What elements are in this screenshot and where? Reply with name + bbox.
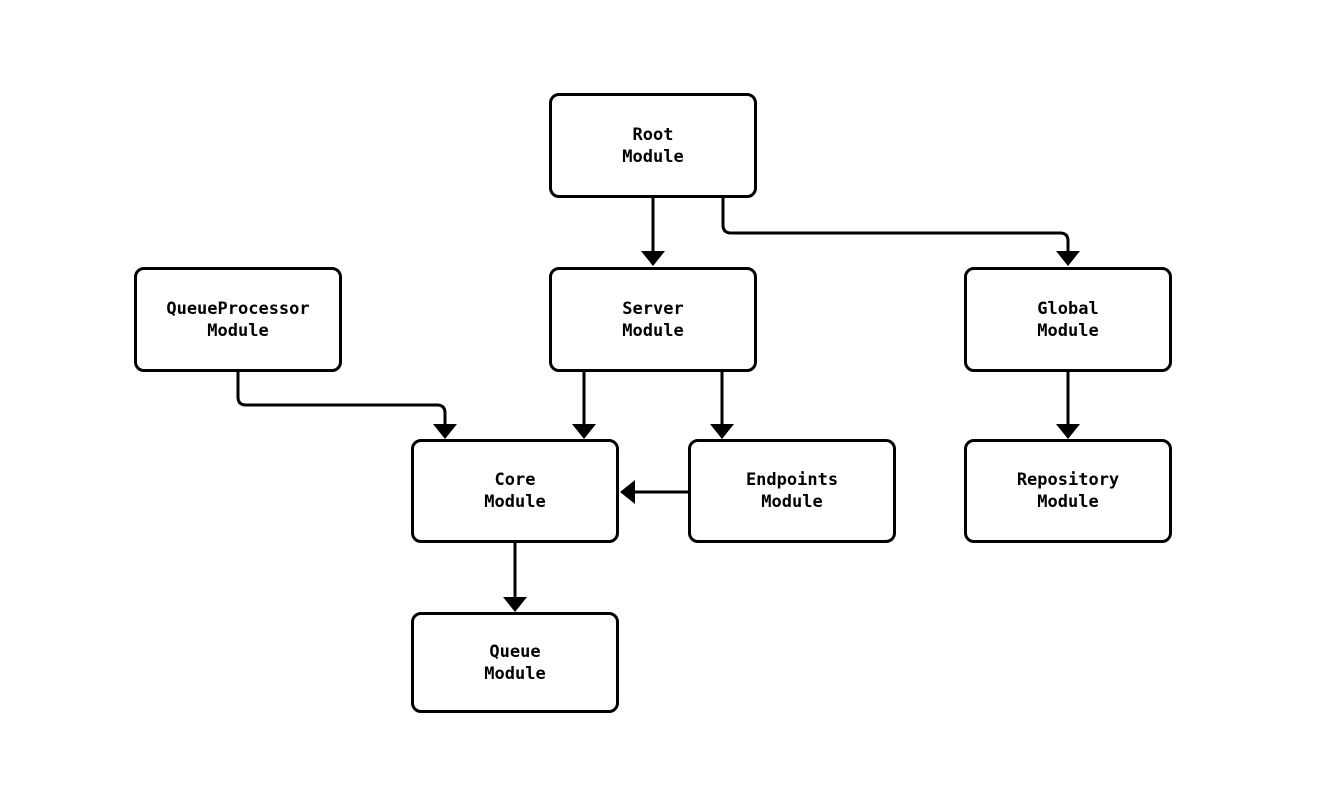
- node-queue-module: Queue Module: [411, 612, 619, 713]
- node-label-line: Endpoints: [745, 470, 839, 490]
- edge-endpoints-core: [620, 480, 688, 504]
- node-root-module: Root Module: [549, 93, 757, 198]
- edge-global-repository: [1056, 372, 1080, 439]
- edge-root-global: [721, 198, 1080, 266]
- node-label-line: Module: [484, 663, 546, 684]
- node-label-line: Root: [632, 124, 674, 145]
- node-label-line: Module: [622, 146, 684, 167]
- node-label-line: Core: [494, 470, 536, 490]
- edge-core-queue: [503, 543, 527, 612]
- node-core-module: Core Module: [411, 439, 619, 543]
- node-label-line: QueueProcessor: [166, 298, 310, 319]
- node-label-line: Module: [1037, 492, 1099, 512]
- node-server-module: Server Module: [549, 267, 757, 372]
- node-global-module: Global Module: [964, 267, 1172, 372]
- node-label-line: Module: [622, 320, 684, 341]
- node-label-line: Repository: [1016, 470, 1120, 490]
- edge-server-endpoints: [710, 372, 734, 439]
- node-label-line: Module: [207, 320, 269, 341]
- node-repository-module: Repository Module: [964, 439, 1172, 543]
- node-label-line: Server: [622, 298, 684, 319]
- node-endpoints-module: Endpoints Module: [688, 439, 896, 543]
- edge-root-server: [641, 198, 665, 266]
- node-label-line: Queue: [489, 641, 541, 662]
- node-label-line: Global: [1037, 298, 1099, 319]
- edge-queueprocessor-core: [236, 372, 457, 439]
- node-label-line: Module: [761, 492, 823, 512]
- node-queueprocessor-module: QueueProcessor Module: [134, 267, 342, 372]
- edge-server-core: [572, 372, 596, 439]
- node-label-line: Module: [484, 492, 546, 512]
- node-label-line: Module: [1037, 320, 1099, 341]
